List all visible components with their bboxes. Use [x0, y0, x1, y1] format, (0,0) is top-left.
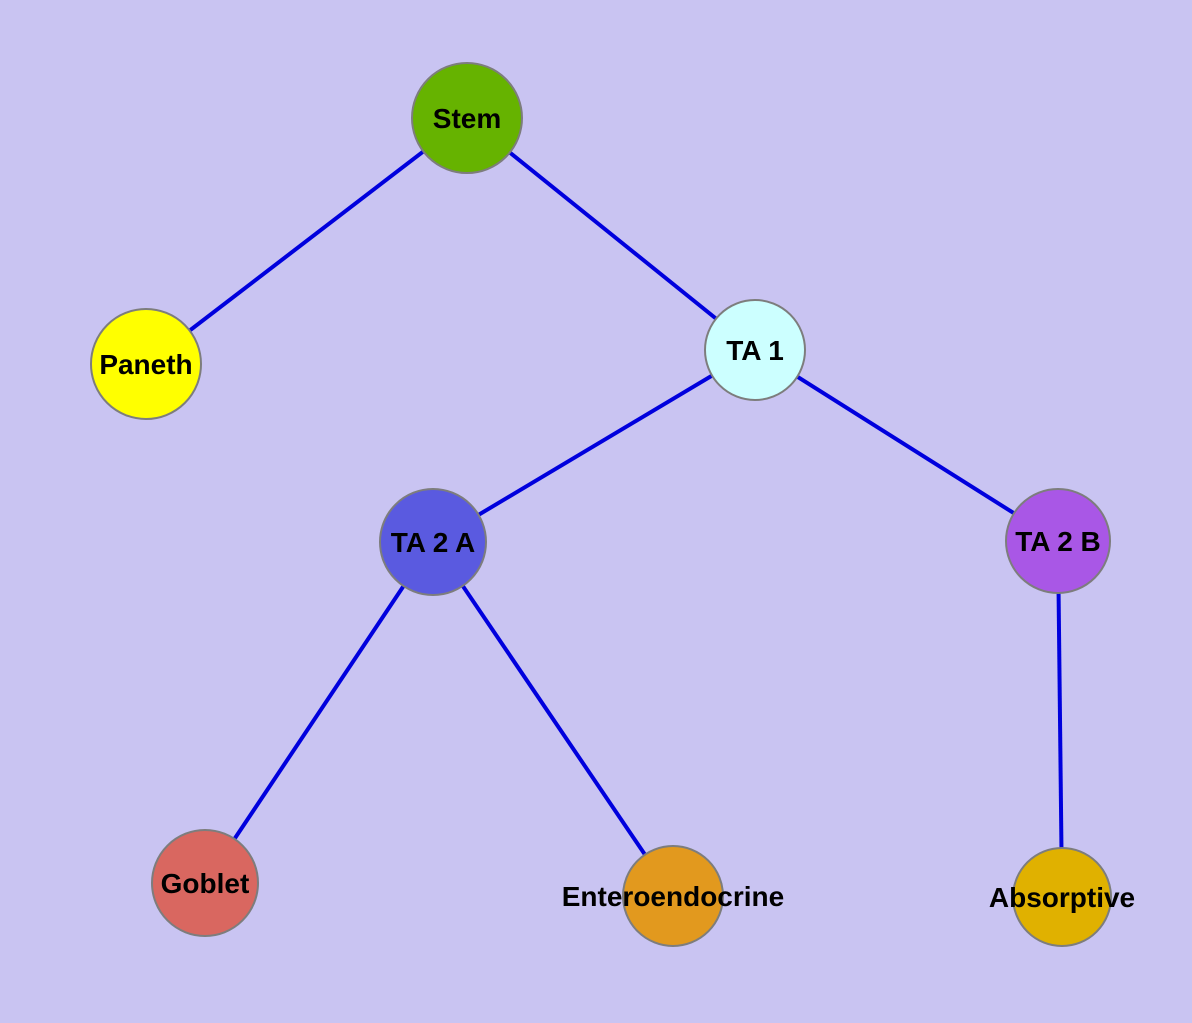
node-ta-2-a[interactable]: TA 2 A — [379, 488, 487, 596]
node-circle-paneth[interactable] — [90, 308, 202, 420]
node-circle-absorptive[interactable] — [1012, 847, 1112, 947]
node-paneth[interactable]: Paneth — [90, 308, 202, 420]
node-circle-enteroendocrine[interactable] — [622, 845, 724, 947]
node-goblet[interactable]: Goblet — [151, 829, 259, 937]
edge-ta-2-a-enteroendocrine — [431, 540, 675, 898]
node-circle-ta-1[interactable] — [704, 299, 806, 401]
edge-stem-paneth — [144, 116, 469, 366]
node-ta-1[interactable]: TA 1 — [704, 299, 806, 401]
node-circle-stem[interactable] — [411, 62, 523, 174]
node-circle-goblet[interactable] — [151, 829, 259, 937]
node-circle-ta-2-a[interactable] — [379, 488, 487, 596]
edge-ta-1-ta-2-b — [753, 348, 1060, 543]
node-ta-2-b[interactable]: TA 2 B — [1005, 488, 1111, 594]
edge-ta-1-ta-2-a — [431, 348, 757, 544]
edges-layer — [144, 116, 1064, 898]
edge-ta-2-a-goblet — [203, 540, 435, 885]
node-stem[interactable]: Stem — [411, 62, 523, 174]
edge-stem-ta-1 — [465, 116, 757, 352]
edge-ta-2-b-absorptive — [1056, 540, 1064, 898]
node-circle-ta-2-b[interactable] — [1005, 488, 1111, 594]
